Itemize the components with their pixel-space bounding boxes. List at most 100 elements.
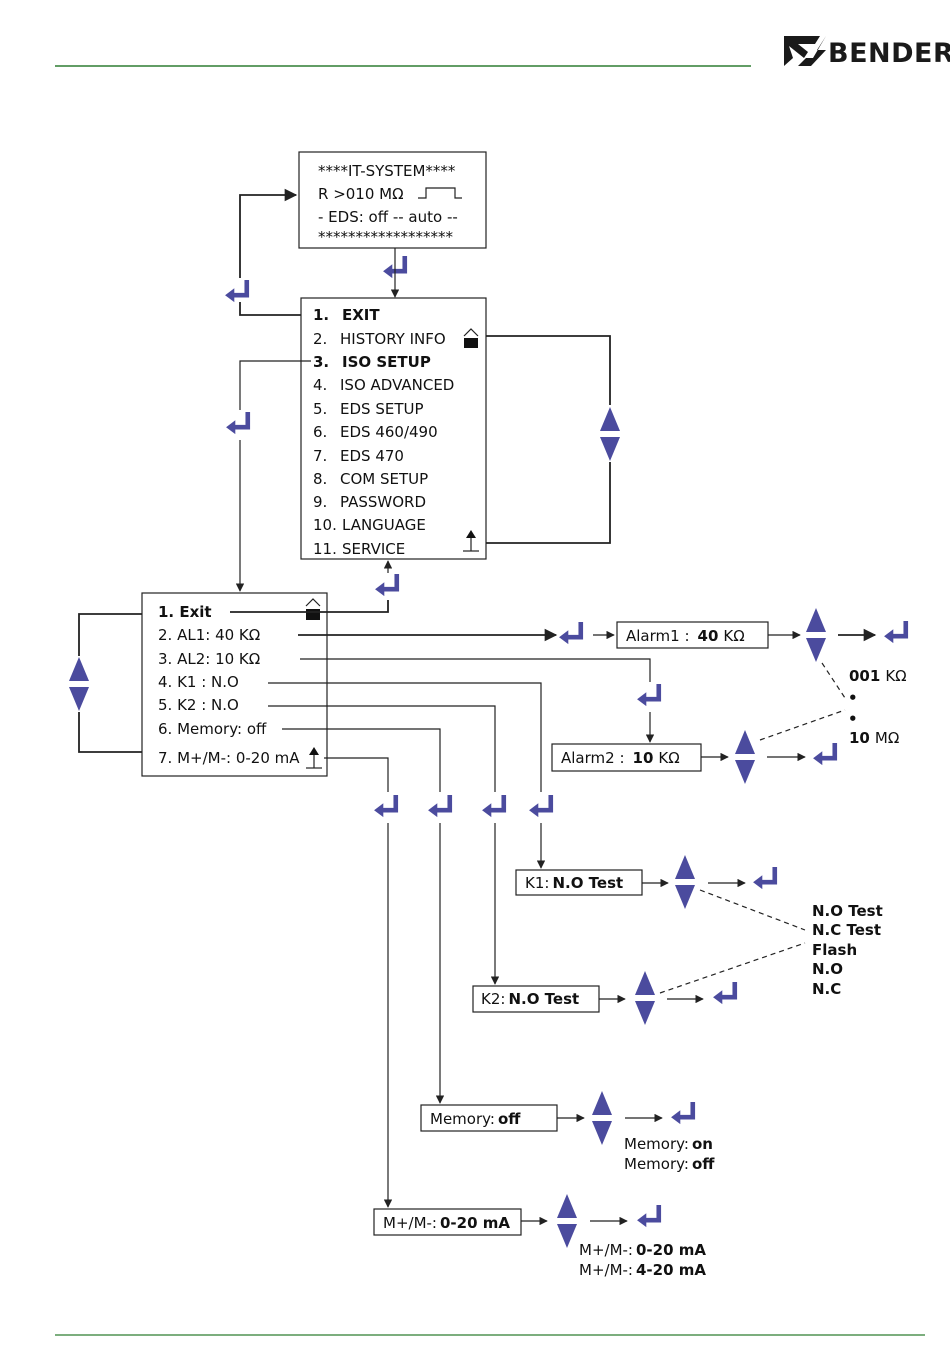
main-menu-item-exit[interactable]: 1.EXIT: [313, 306, 380, 324]
alarm-min-value: 001: [849, 667, 880, 685]
up-down-buttons-icon[interactable]: [735, 730, 755, 784]
scroll-top-icon: [306, 747, 322, 769]
k2-value: N.O Test: [508, 990, 579, 1008]
enter-icon[interactable]: [559, 622, 584, 645]
status-display: ****IT-SYSTEM**** R >010 MΩ - EDS: off -…: [298, 151, 487, 249]
enter-icon[interactable]: [671, 1102, 696, 1125]
bender-logo-mark-icon: [784, 36, 826, 66]
enter-icon[interactable]: [375, 574, 400, 597]
alarm2-value: 10: [633, 749, 654, 767]
iso-item-al2[interactable]: 3. AL2: 10 KΩ: [158, 650, 260, 668]
k2-label: K2:: [481, 990, 505, 1008]
alarm-max-value: 10: [849, 729, 870, 747]
bender-logo: BENDER: [784, 36, 950, 69]
memory-label: Memory:: [430, 1110, 495, 1128]
relay-option-no-test: N.O Test: [812, 902, 883, 920]
memory-edit-box[interactable]: Memory:off: [420, 1104, 558, 1132]
memory-options-list: Memory:on Memory:off: [624, 1135, 715, 1173]
svg-text:K1:N.O Test: K1:N.O Test: [525, 874, 623, 892]
enter-icon[interactable]: [482, 795, 507, 818]
insulation-symbol-icon: [418, 187, 462, 199]
enter-icon[interactable]: [753, 867, 778, 890]
up-down-buttons-icon[interactable]: [69, 657, 89, 711]
enter-icon[interactable]: [374, 795, 399, 818]
memory-option-on-label: Memory:: [624, 1135, 689, 1153]
iso-item-al1[interactable]: 2. AL1: 40 KΩ: [158, 626, 260, 644]
relay-options-list: N.O Test N.C Test Flash N.O N.C: [812, 902, 883, 998]
svg-text:K2:N.O Test: K2:N.O Test: [481, 990, 579, 1008]
up-down-buttons-icon[interactable]: [600, 407, 620, 461]
enter-icon[interactable]: [637, 1205, 662, 1228]
analog-option-1-label: M+/M-:: [579, 1241, 633, 1259]
main-menu-item-eds-470[interactable]: 7.EDS 470: [313, 447, 404, 465]
relay-option-flash: Flash: [812, 941, 857, 959]
iso-item-exit[interactable]: 1. Exit: [158, 603, 212, 621]
k2-edit-box[interactable]: K2:N.O Test: [472, 985, 600, 1013]
memory-option-off-label: Memory:: [624, 1155, 689, 1173]
display-line-1: ****IT-SYSTEM****: [318, 162, 456, 180]
enter-icon[interactable]: [428, 795, 453, 818]
svg-text:M+/M-:0-20 mA: M+/M-:0-20 mA: [579, 1241, 706, 1259]
main-menu-item-iso-advanced[interactable]: 4.ISO ADVANCED: [313, 376, 454, 394]
analog-option-2-label: M+/M-:: [579, 1261, 633, 1279]
enter-icon[interactable]: [884, 621, 909, 644]
main-menu-item-password[interactable]: 9.PASSWORD: [313, 493, 426, 511]
main-menu-item-eds-setup[interactable]: 5.EDS SETUP: [313, 400, 424, 418]
up-down-buttons-icon[interactable]: [806, 608, 826, 662]
enter-icon[interactable]: [813, 743, 838, 766]
svg-text:Memory:off: Memory:off: [430, 1110, 521, 1128]
up-down-buttons-icon[interactable]: [592, 1091, 612, 1145]
range-dot-2: •: [848, 710, 858, 728]
up-down-buttons-icon[interactable]: [635, 971, 655, 1025]
analog-label: M+/M-:: [383, 1214, 437, 1232]
svg-text:M+/M-:4-20 mA: M+/M-:4-20 mA: [579, 1261, 706, 1279]
iso-item-k1[interactable]: 4. K1 : N.O: [158, 673, 239, 691]
up-down-buttons-icon[interactable]: [675, 855, 695, 909]
lock-open-icon: [305, 598, 321, 620]
main-menu-item-eds-460[interactable]: 6.EDS 460/490: [313, 423, 438, 441]
main-menu-item-history[interactable]: 2.HISTORY INFO: [313, 330, 446, 348]
lock-icon: [463, 328, 479, 348]
main-menu-item-iso-setup[interactable]: 3.ISO SETUP: [313, 353, 431, 371]
relay-option-no: N.O: [812, 960, 843, 978]
relay-option-nc: N.C: [812, 980, 841, 998]
alarm1-unit: KΩ: [723, 627, 744, 645]
up-down-buttons-icon[interactable]: [557, 1194, 577, 1248]
enter-icon[interactable]: [637, 684, 662, 707]
main-menu: 1.EXIT 2.HISTORY INFO 3.ISO SETUP 4.ISO …: [300, 297, 487, 560]
enter-icon[interactable]: [529, 795, 554, 818]
iso-setup-menu: 1. Exit 2. AL1: 40 KΩ 3. AL2: 10 KΩ 4. K…: [141, 592, 328, 777]
enter-icon[interactable]: [225, 280, 250, 303]
k1-edit-box[interactable]: K1:N.O Test: [515, 869, 643, 896]
iso-item-analog[interactable]: 7. M+/M-: 0-20 mA: [158, 749, 300, 767]
analog-output-edit-box[interactable]: M+/M-:0-20 mA: [373, 1208, 522, 1236]
enter-icon[interactable]: [713, 982, 738, 1005]
alarm2-label: Alarm2 :: [561, 749, 625, 767]
iso-item-k2[interactable]: 5. K2 : N.O: [158, 696, 239, 714]
brand-name: BENDER: [828, 38, 950, 69]
display-line-3: - EDS: off -- auto --: [318, 208, 458, 226]
main-menu-item-service[interactable]: 11.SERVICE: [313, 540, 405, 558]
svg-text:Memory:on: Memory:on: [624, 1135, 713, 1153]
memory-value: off: [498, 1110, 521, 1128]
alarm1-value: 40: [698, 627, 719, 645]
svg-text:M+/M-:0-20 mA: M+/M-:0-20 mA: [383, 1214, 510, 1232]
k1-value: N.O Test: [552, 874, 623, 892]
main-menu-item-language[interactable]: 10.LANGUAGE: [313, 516, 426, 534]
svg-text:Memory:off: Memory:off: [624, 1155, 715, 1173]
k1-label: K1:: [525, 874, 549, 892]
alarm2-unit: KΩ: [658, 749, 679, 767]
analog-option-2-value: 4-20 mA: [636, 1261, 706, 1279]
enter-icon[interactable]: [226, 412, 251, 435]
range-dot-1: •: [848, 689, 858, 707]
alarm-min-unit: KΩ: [885, 667, 906, 685]
analog-value: 0-20 mA: [440, 1214, 510, 1232]
analog-option-1-value: 0-20 mA: [636, 1241, 706, 1259]
iso-item-memory[interactable]: 6. Memory: off: [158, 720, 267, 738]
main-menu-item-com-setup[interactable]: 8.COM SETUP: [313, 470, 428, 488]
